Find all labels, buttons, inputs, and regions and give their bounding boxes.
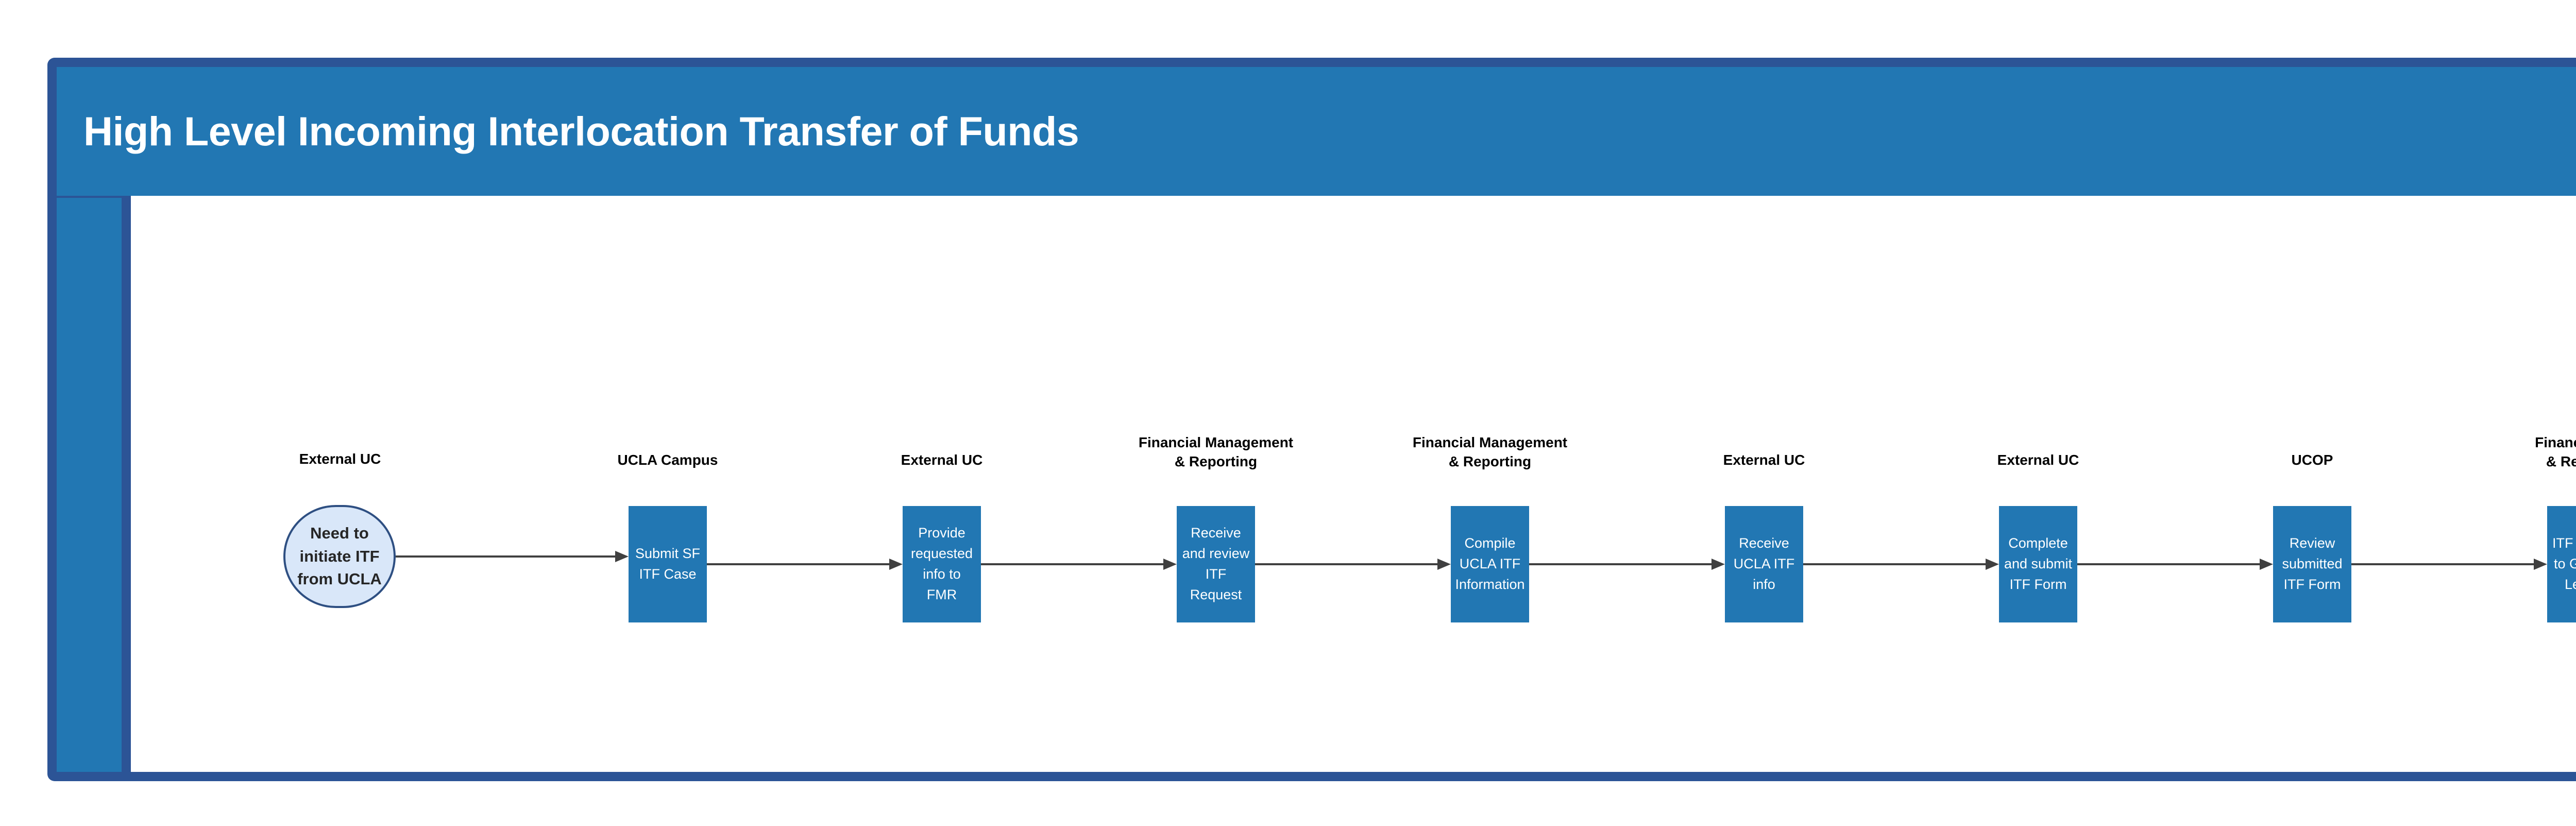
connector-compile-info-to-receive-info (1529, 554, 1725, 575)
flow-node-label: Receive and review ITF Request (1182, 525, 1250, 602)
connector-ucop-review-to-post-gl (2351, 554, 2547, 575)
connector-submit-case-to-provide-info (707, 554, 903, 575)
flow-node-receive-info[interactable]: Receive UCLA ITF info (1725, 506, 1803, 622)
flow-node-submit-form[interactable]: Complete and submit ITF Form (1999, 506, 2077, 622)
flow-node-compile-info[interactable]: Compile UCLA ITF Information (1451, 506, 1529, 622)
diagram-title-bar: High Level Incoming Interlocation Transf… (57, 67, 2576, 196)
swimlane-strip (57, 196, 131, 772)
flow-node-post-gl[interactable]: ITF Posted to General Ledger (2547, 506, 2576, 622)
flow-node-label: Submit SF ITF Case (635, 546, 701, 582)
page-title: High Level Incoming Interlocation Transf… (83, 108, 1079, 154)
flow-node-review-req[interactable]: Receive and review ITF Request (1177, 506, 1255, 622)
connector-submit-form-to-ucop-review (2077, 554, 2273, 575)
lane-label-submit-form: External UC (1997, 452, 2079, 468)
connector-provide-info-to-review-req (981, 554, 1177, 575)
flow-node-label: Complete and submit ITF Form (2004, 535, 2073, 592)
lane-label-submit-case: UCLA Campus (617, 452, 718, 468)
lane-label-ucop-review: UCOP (2291, 452, 2333, 468)
flow-node-submit-case[interactable]: Submit SF ITF Case (629, 506, 707, 622)
connector-receive-info-to-submit-form (1803, 554, 1999, 575)
flow-node-label: Compile UCLA ITF Information (1455, 535, 1525, 592)
lane-label-provide-info: External UC (901, 452, 983, 468)
flow-node-label: Review submitted ITF Form (2282, 535, 2343, 592)
flow-node-ucop-review[interactable]: Review submitted ITF Form (2273, 506, 2351, 622)
diagram-frame: High Level Incoming Interlocation Transf… (47, 58, 2576, 781)
flow-node-provide-info[interactable]: Provide requested info to FMR (903, 506, 981, 622)
flow-node-label: Need to initiate ITF from UCLA (297, 524, 382, 588)
flow-canvas: External UC Need to initiate ITF from UCL… (140, 196, 2576, 772)
lane-label-receive-info: External UC (1723, 452, 1805, 468)
lane-label-start: External UC (299, 451, 381, 467)
lane-label-post-gl: Financial Mgmt & Reporting (2535, 434, 2576, 470)
connector-start-to-submit-case (396, 546, 629, 567)
flow-node-label: Provide requested info to FMR (910, 525, 973, 602)
flow-node-label: Receive UCLA ITF info (1733, 535, 1795, 592)
lane-label-compile-info: Financial Management & Reporting (1412, 434, 1568, 470)
lane-label-review-req: Financial Management & Reporting (1138, 434, 1294, 470)
flow-node-label: ITF Posted to General Ledger (2552, 535, 2576, 592)
connector-review-req-to-compile-info (1255, 554, 1451, 575)
flow-node-start[interactable]: Need to initiate ITF from UCLA (283, 505, 396, 608)
